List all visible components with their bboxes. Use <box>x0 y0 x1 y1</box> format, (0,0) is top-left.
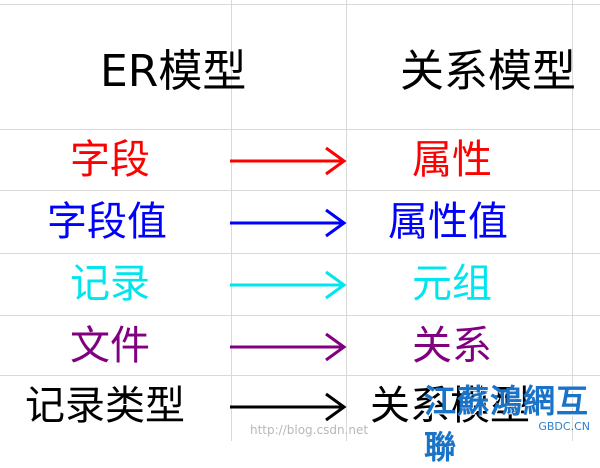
grid-line <box>231 0 232 441</box>
grid-line <box>0 4 600 5</box>
grid-line <box>346 0 347 441</box>
grid-line <box>0 315 600 316</box>
grid-line <box>0 190 600 191</box>
watermark-text: http://blog.csdn.net <box>250 423 369 437</box>
grid-line <box>572 0 573 441</box>
long-right-arrow-icon <box>230 146 348 176</box>
grid-line <box>0 129 600 130</box>
row-2-left: 记录 <box>70 261 150 307</box>
site-logo: 江蘇鴻網互聯 GBDC.CN <box>420 372 600 466</box>
grid-line <box>0 375 600 376</box>
row-2-right: 元组 <box>412 261 492 307</box>
grid-line <box>0 253 600 254</box>
row-0-left: 字段 <box>70 137 150 183</box>
header-right: 关系模型 <box>400 46 576 97</box>
row-3-left: 文件 <box>70 323 150 369</box>
row-4-right: 关系模型 <box>370 383 530 429</box>
long-right-arrow-icon <box>230 332 348 362</box>
header-left: ER模型 <box>100 46 247 97</box>
row-0-right: 属性 <box>412 137 492 183</box>
row-1-right: 属性值 <box>388 199 508 245</box>
long-right-arrow-icon <box>230 270 348 300</box>
row-1-left: 字段值 <box>47 199 167 245</box>
long-right-arrow-icon <box>230 208 348 238</box>
row-4-left: 记录类型 <box>25 383 185 429</box>
row-3-right: 关系 <box>412 323 492 369</box>
long-right-arrow-icon <box>230 392 348 422</box>
logo-subtext: GBDC.CN <box>538 420 590 433</box>
